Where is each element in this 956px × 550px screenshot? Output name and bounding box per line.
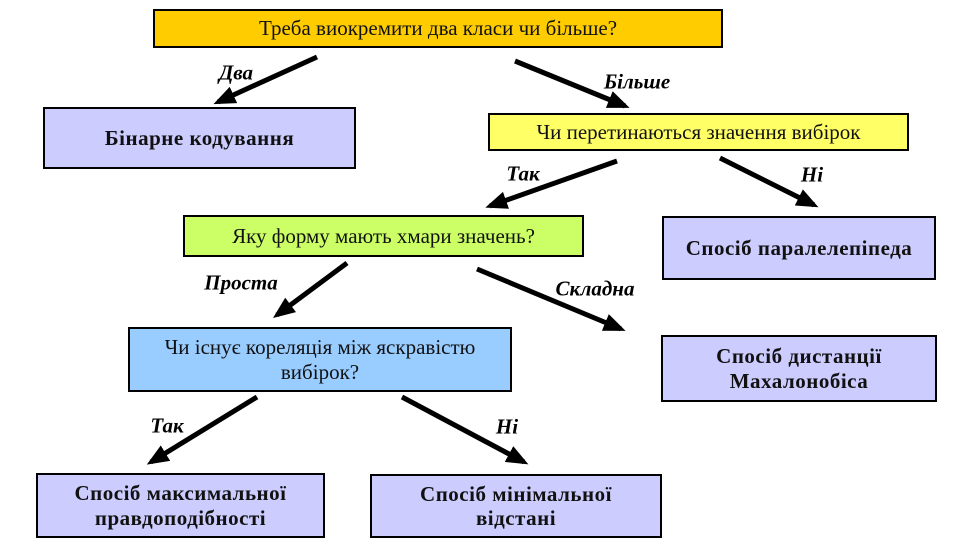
node-binary-coding-label: Бінарне кодування bbox=[104, 125, 295, 150]
arrow-two bbox=[213, 54, 319, 105]
arrow-no-1 bbox=[718, 155, 819, 208]
edge-label-more: Більше bbox=[603, 69, 671, 94]
node-correlation-question-label: Чи існує кореляція між яскравістю вибіро… bbox=[164, 335, 476, 384]
edge-label-yes-2: Так bbox=[150, 413, 184, 438]
arrow-simple bbox=[272, 260, 349, 318]
edge-label-complex: Складна bbox=[555, 276, 635, 301]
node-max-likelihood-method-label: Спосіб максимальної правдоподібності bbox=[74, 481, 287, 530]
node-mahalanobis-method-label: Спосіб дистанції Махалонобіса bbox=[716, 344, 882, 393]
node-correlation-question: Чи існує кореляція між яскравістю вибіро… bbox=[128, 327, 512, 392]
edge-label-no-1: Ні bbox=[800, 162, 824, 187]
node-cloud-shape-question: Яку форму мають хмари значень? bbox=[183, 215, 584, 257]
node-mahalanobis-method: Спосіб дистанції Махалонобіса bbox=[661, 335, 937, 402]
node-max-likelihood-method: Спосіб максимальної правдоподібності bbox=[36, 473, 325, 538]
edge-label-two: Два bbox=[218, 60, 254, 85]
node-min-distance-method-label: Спосіб мінімальної відстані bbox=[420, 481, 612, 530]
node-overlap-question: Чи перетинаються значення вибірок bbox=[488, 113, 909, 151]
node-binary-coding: Бінарне кодування bbox=[43, 107, 356, 169]
arrow-yes-1 bbox=[485, 158, 618, 209]
arrow-yes-2 bbox=[146, 394, 259, 465]
edge-label-no-2: Ні bbox=[495, 414, 519, 439]
edge-label-yes-1: Так bbox=[506, 161, 540, 186]
node-parallelepiped-method-label: Спосіб паралелепіпеда bbox=[685, 235, 913, 260]
node-root-question: Треба виокремити два класи чи більше? bbox=[153, 9, 723, 48]
node-overlap-question-label: Чи перетинаються значення вибірок bbox=[536, 119, 861, 144]
node-root-question-label: Треба виокремити два класи чи більше? bbox=[258, 16, 618, 41]
node-min-distance-method: Спосіб мінімальної відстані bbox=[370, 474, 662, 538]
node-parallelepiped-method: Спосіб паралелепіпеда bbox=[662, 216, 936, 280]
edge-label-simple: Проста bbox=[204, 270, 278, 295]
node-cloud-shape-question-label: Яку форму мають хмари значень? bbox=[232, 223, 535, 248]
arrow-more bbox=[514, 58, 630, 109]
arrow-complex bbox=[476, 266, 626, 332]
arrow-no-2 bbox=[400, 394, 529, 465]
